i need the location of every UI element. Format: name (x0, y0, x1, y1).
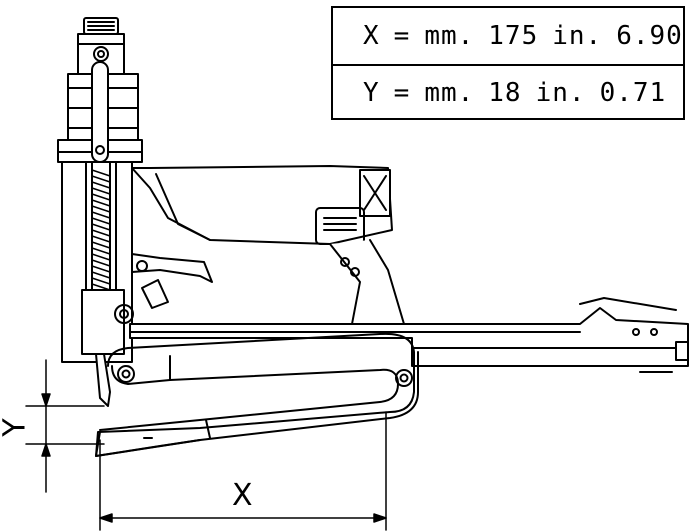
dimension-row-x: X = mm. 175 in. 6.90 (333, 8, 683, 64)
rear-bracket (329, 239, 405, 325)
x-mm-value: 175 (488, 21, 539, 51)
trigger-lever (131, 253, 213, 309)
dimension-row-y: Y = mm. 18 in. 0.71 (333, 64, 683, 120)
dimension-x-lines (99, 411, 387, 531)
lower-arm (95, 332, 419, 457)
upper-handle (131, 165, 393, 245)
x-dimension-label: X (232, 478, 253, 513)
dimension-y-lines (25, 359, 105, 493)
head-body (57, 61, 143, 163)
y-dimension-label: Y (0, 418, 33, 437)
dimension-table: X = mm. 175 in. 6.90 Y = mm. 18 in. 0.71 (331, 6, 685, 120)
y-mm-value: 18 (488, 78, 522, 108)
nose-piece (81, 289, 134, 407)
y-unit-in: in. (535, 78, 586, 108)
y-axis-label: Y (363, 78, 380, 108)
x-unit-mm: mm. (424, 21, 475, 51)
y-inch-value: 0.71 (599, 78, 667, 108)
y-equals: = (393, 78, 411, 108)
x-inch-value: 6.90 (616, 21, 683, 51)
x-axis-label: X (363, 21, 380, 51)
magazine-rail (129, 297, 689, 373)
spring (91, 169, 111, 291)
x-equals: = (393, 21, 411, 51)
x-unit-in: in. (552, 21, 603, 51)
y-unit-mm: mm. (424, 78, 475, 108)
